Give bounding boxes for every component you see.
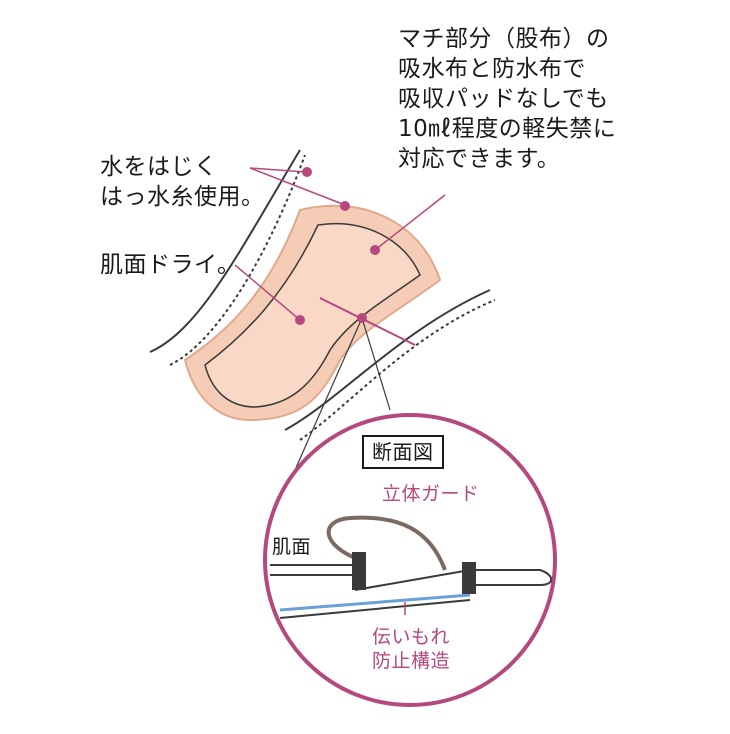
- dot-gusset: [370, 245, 380, 255]
- leader-water-2: [249, 167, 346, 206]
- dot-dry: [295, 315, 305, 325]
- guard-label: 立体ガード: [382, 483, 480, 505]
- layer-bottom: [279, 599, 471, 619]
- leader-water-1: [249, 167, 306, 173]
- gusset-pad-inner: [204, 223, 421, 408]
- leader-section-right: [361, 317, 391, 411]
- leader-section-left: [294, 317, 363, 471]
- garment-edge-left: [149, 149, 301, 353]
- layer-inner-1: [354, 569, 553, 591]
- block-right: [462, 562, 476, 594]
- garment-edge-left-zigzag: [169, 154, 306, 366]
- pad-crossline: [319, 297, 416, 346]
- dot-section: [357, 313, 367, 323]
- block-left: [352, 552, 366, 590]
- section-circle: [263, 413, 557, 707]
- cross-section-title: 断面図: [362, 435, 444, 469]
- gusset-callout-text: マチ部分（股布）の 吸水布と防水布で 吸収パッドなしでも 10㎖程度の軽失禁に …: [398, 26, 617, 172]
- garment-edge-right: [284, 289, 491, 431]
- garment-edge-right-zigzag: [299, 299, 496, 441]
- dot-water-2: [340, 201, 350, 211]
- leader-gusset: [374, 194, 446, 251]
- dot-water-1: [302, 167, 312, 177]
- leak-prevention-label: 伝いもれ 防止構造: [372, 626, 451, 672]
- layer-guard: [326, 515, 447, 571]
- water-repellent-callout-text: 水をはじく はっ水糸使用。: [100, 154, 265, 210]
- layer-blue: [279, 593, 471, 612]
- leader-dry: [234, 264, 301, 321]
- skin-label: 肌面: [272, 536, 312, 558]
- dry-surface-callout-text: 肌面ドライ。: [100, 252, 241, 278]
